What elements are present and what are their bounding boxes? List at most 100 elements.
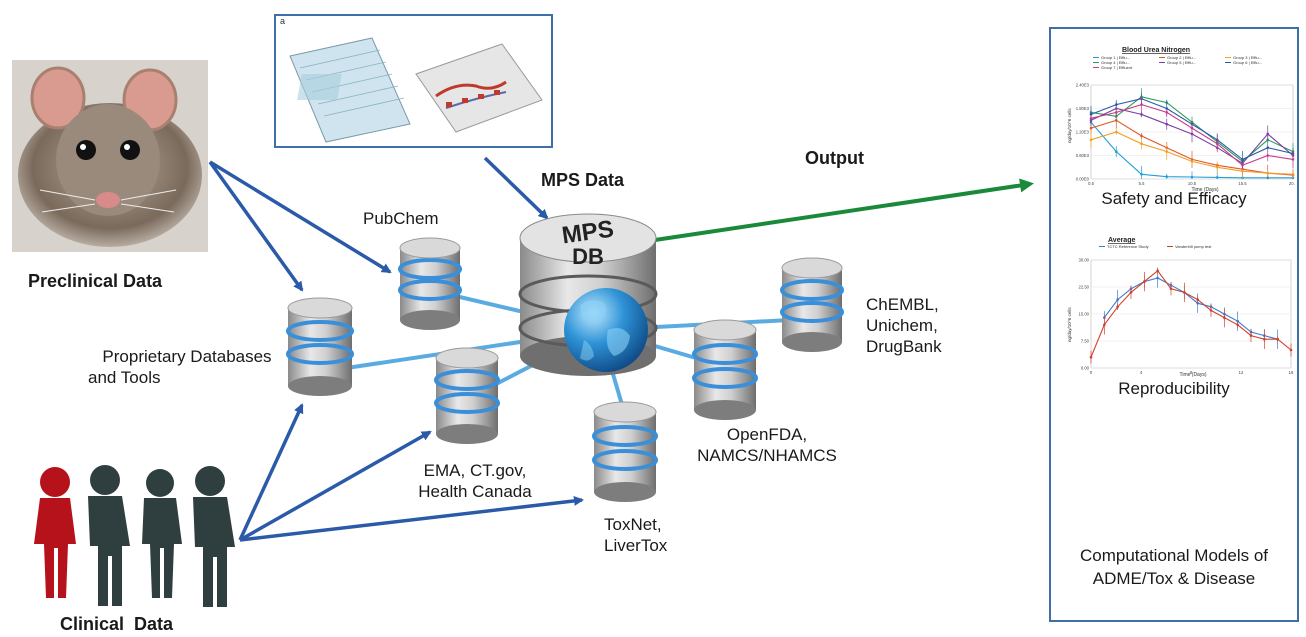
x-tick-label: 5.5 bbox=[1139, 181, 1145, 186]
mps-data-label: MPS Data bbox=[541, 170, 625, 190]
db-chembl bbox=[780, 257, 844, 352]
data-point bbox=[1190, 160, 1194, 163]
data-point bbox=[1114, 111, 1118, 114]
toxnet-line-1: ToxNet, bbox=[604, 515, 662, 534]
average-xlabel: Time (Days) bbox=[1179, 372, 1206, 378]
data-point bbox=[1223, 316, 1226, 319]
legend-entry: Group 4 | Efflu... bbox=[1101, 60, 1130, 65]
bun-legend: Group 1 | Efflu...Group 2 | Efflu...Grou… bbox=[1093, 55, 1262, 70]
output-panel: Blood Urea Nitrogen Group 1 | Efflu...Gr… bbox=[1049, 27, 1299, 622]
legend-entry: Group 5 | Efflu... bbox=[1167, 60, 1196, 65]
ema-line-2: Health Canada bbox=[418, 482, 532, 501]
x-tick-label: 0 bbox=[1090, 370, 1093, 375]
x-tick-label: 8 bbox=[1190, 370, 1193, 375]
data-point bbox=[1291, 158, 1295, 161]
data-point bbox=[1266, 146, 1270, 149]
data-point bbox=[1116, 298, 1119, 301]
data-point bbox=[1291, 173, 1295, 176]
x-tick-label: 15.5 bbox=[1238, 181, 1247, 186]
data-point bbox=[1190, 126, 1194, 130]
data-point bbox=[1140, 103, 1143, 106]
people-silhouettes bbox=[34, 465, 235, 607]
data-point bbox=[1089, 113, 1093, 116]
chembl-line-2: Unichem, bbox=[866, 316, 938, 335]
safety-caption: Safety and Efficacy bbox=[1101, 189, 1247, 208]
device-tag: a bbox=[280, 16, 286, 26]
legend-entry: Group 7 | Effluent bbox=[1101, 65, 1133, 70]
data-point bbox=[1165, 111, 1169, 114]
proprietary-line-1: Proprietary Databases bbox=[102, 347, 272, 366]
data-point bbox=[1236, 319, 1239, 323]
data-point bbox=[1165, 122, 1169, 126]
chembl-line-1: ChEMBL, bbox=[866, 295, 939, 314]
data-point bbox=[1289, 348, 1293, 352]
pubchem-label: PubChem bbox=[363, 209, 439, 228]
data-point bbox=[1241, 158, 1244, 161]
legend-entry: Group 6 | Efflu... bbox=[1233, 60, 1262, 65]
data-point bbox=[1236, 323, 1239, 327]
output-arrow bbox=[654, 178, 1034, 242]
average-chart-title: Average bbox=[1108, 237, 1135, 244]
data-point bbox=[1249, 334, 1253, 337]
db-pubchem bbox=[398, 237, 462, 330]
chip-device bbox=[415, 43, 543, 133]
rat-image bbox=[12, 60, 208, 252]
data-point bbox=[1114, 150, 1118, 153]
chembl-line-3: DrugBank bbox=[866, 337, 942, 356]
data-point bbox=[1156, 269, 1159, 273]
ema-label: EMA, CT.gov, Health Canada bbox=[410, 460, 540, 502]
globe-icon bbox=[564, 288, 648, 372]
data-point bbox=[1143, 280, 1146, 283]
x-tick-label: 0.5 bbox=[1088, 181, 1094, 186]
data-point bbox=[1241, 169, 1244, 173]
legend-entry: Group 3 | Efflu... bbox=[1233, 55, 1262, 60]
proprietary-label: Proprietary Databases and Tools bbox=[82, 346, 292, 388]
data-point bbox=[1209, 309, 1213, 312]
data-point bbox=[1140, 113, 1143, 116]
models-line-1: Computational Models of bbox=[1079, 546, 1269, 565]
toxnet-line-2: LiverTox bbox=[604, 536, 668, 555]
y-tick-label: 0.00E0 bbox=[1076, 177, 1090, 182]
data-point bbox=[1140, 142, 1143, 146]
data-point bbox=[1169, 287, 1173, 291]
data-point bbox=[1116, 305, 1119, 309]
y-tick-label: 30.00 bbox=[1079, 258, 1090, 263]
clinical-label: Clinical Data bbox=[60, 614, 174, 634]
data-point bbox=[1215, 165, 1219, 169]
legend-entry: Group 2 | Efflu... bbox=[1167, 55, 1196, 60]
data-point bbox=[1103, 323, 1106, 327]
data-point bbox=[1089, 355, 1093, 359]
models-line-2: ADME/Tox & Disease bbox=[1092, 569, 1256, 588]
data-point bbox=[1114, 103, 1118, 106]
data-point bbox=[1276, 337, 1279, 341]
openfda-label: OpenFDA, NAMCS/NHAMCS bbox=[692, 424, 842, 466]
series-line bbox=[1103, 277, 1278, 340]
data-point bbox=[1266, 154, 1270, 157]
input-arrows bbox=[208, 156, 584, 542]
toxnet-label: ToxNet, LiverTox bbox=[604, 514, 667, 556]
data-point bbox=[1089, 116, 1093, 120]
data-point bbox=[1129, 291, 1133, 294]
data-point bbox=[1196, 301, 1199, 305]
data-point bbox=[1156, 276, 1159, 280]
data-point bbox=[1183, 291, 1186, 294]
db-proprietary bbox=[286, 297, 354, 396]
x-tick-label: 16 bbox=[1289, 370, 1294, 375]
data-point bbox=[1165, 150, 1169, 153]
data-point bbox=[1140, 173, 1143, 176]
openfda-line-1: OpenFDA, bbox=[726, 425, 808, 444]
bun-chart-title: Blood Urea Nitrogen bbox=[1122, 47, 1190, 54]
data-point bbox=[1215, 176, 1219, 179]
data-point bbox=[1196, 298, 1199, 301]
proprietary-line-2: and Tools bbox=[88, 368, 161, 387]
bun-chart: Blood Urea Nitrogen Group 1 | Efflu...Gr… bbox=[1067, 47, 1295, 193]
bun-ylabel: ng/day/10^6 cells bbox=[1067, 108, 1072, 143]
data-point bbox=[1266, 132, 1270, 136]
x-tick-label: 10.5 bbox=[1188, 181, 1197, 186]
data-point bbox=[1089, 126, 1093, 130]
data-point bbox=[1263, 337, 1266, 341]
legend-entry: TCTC Reference Study bbox=[1107, 244, 1149, 249]
y-tick-label: 1.80E3 bbox=[1076, 106, 1090, 111]
ema-line-1: EMA, CT.gov, bbox=[423, 461, 527, 480]
